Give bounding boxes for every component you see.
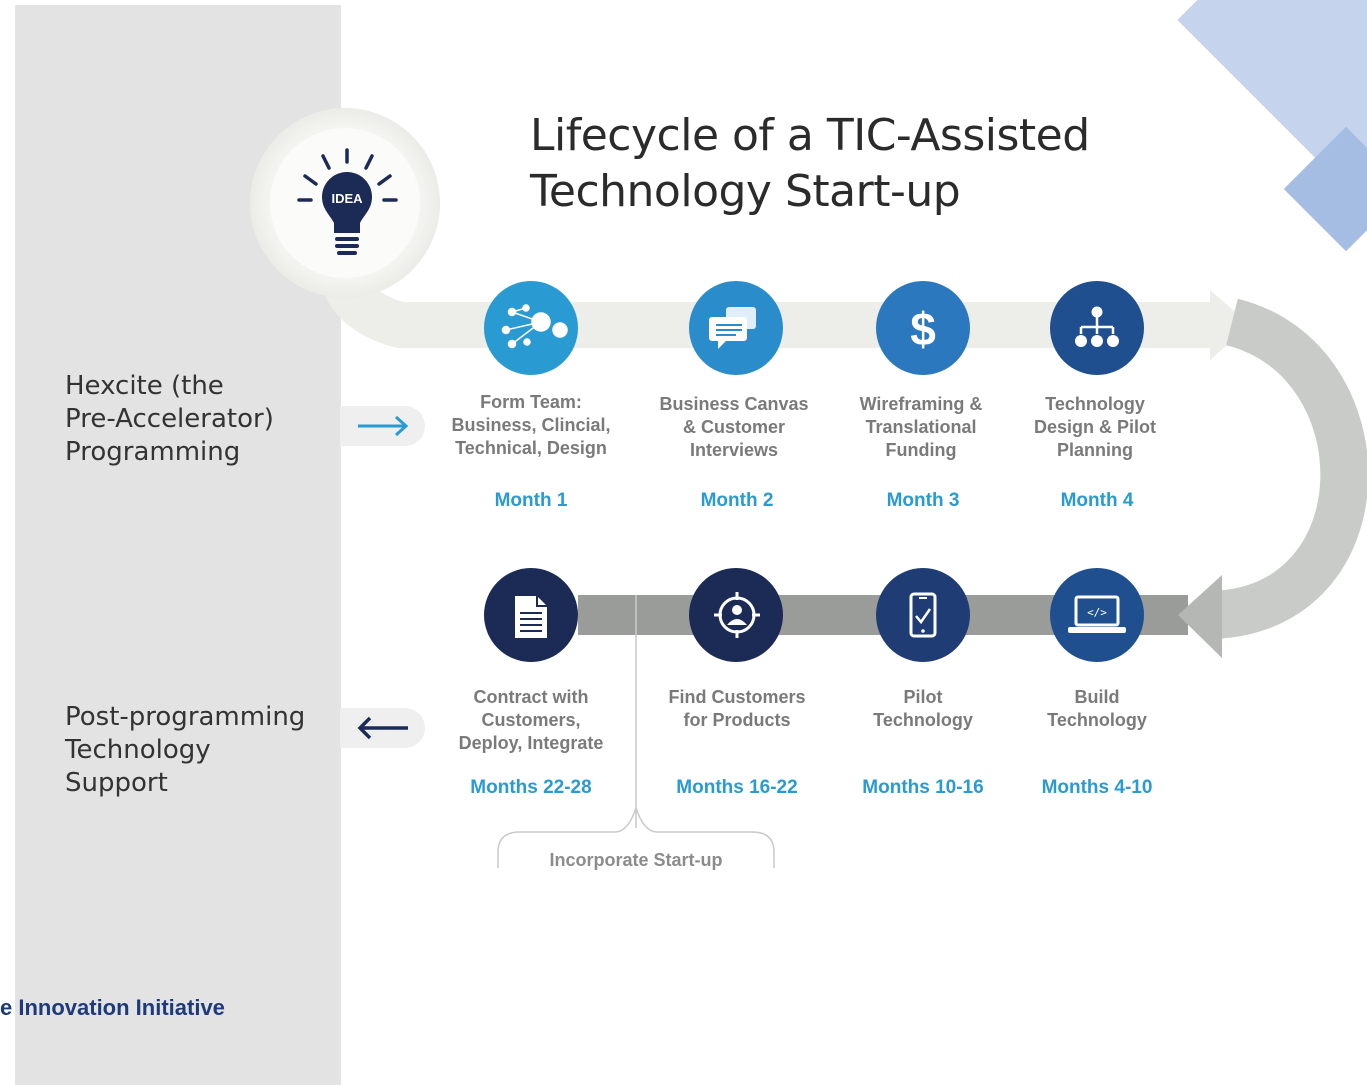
step-circle-business-canvas [689,281,783,375]
step-label-pilot: Pilot Technology [828,686,1018,732]
step-label-line: Contract with [473,687,589,707]
pre-section-arrow [340,406,425,446]
document-icon [515,596,547,638]
step-label-line: Build [1074,687,1120,707]
step-label-line: Business, Clincial, [451,415,611,435]
lightbulb-icon [322,172,372,233]
step-label-line: Funding [885,440,957,460]
step-label-line: & Customer [682,417,785,437]
step-label-contract: Contract with Customers, Deploy, Integra… [436,686,626,755]
step-label-business-canvas: Business Canvas & Customer Interviews [639,393,829,462]
post-programming-label: Post-programming Technology Support [65,701,305,800]
step-month-business-canvas: Month 2 [700,490,774,511]
step-label-build: Build Technology [1002,686,1192,732]
laptop-code-icon: </> [1068,595,1126,633]
step-label-line: Form Team: [480,392,582,412]
org-chart-icon [1075,306,1119,347]
step-label-wireframing: Wireframing & Translational Funding [826,393,1016,462]
step-label-line: Design & Pilot [1033,417,1156,437]
step-month-technology-design: Month 4 [1060,490,1134,511]
pre-label-line: Programming [65,437,241,467]
mobile-phone-icon [909,592,937,638]
title-line-2: Technology Start-up [530,166,961,217]
step-label-find-customers: Find Customers for Products [642,686,832,732]
step-circle-pilot [876,568,970,662]
step-month-wireframing: Month 3 [886,490,960,511]
step-circle-wireframing: $ [876,281,970,375]
step-label-line: Customers, [481,710,581,730]
step-label-line: Technical, Design [455,438,607,458]
pre-accelerator-label: Hexcite (the Pre-Accelerator) Programmin… [65,370,274,469]
post-label-line: Support [65,768,168,798]
curved-connector-arrow [1210,298,1367,639]
step-label-line: Interviews [689,440,779,460]
step-label-form-team: Form Team: Business, Clincial, Technical… [436,391,626,460]
chat-bubbles-icon [709,307,756,349]
dollar-icon: $ [910,303,936,355]
pre-label-line: Pre-Accelerator) [65,404,274,434]
idea-badge-text: IDEA [331,191,363,206]
step-label-line: Deploy, Integrate [458,733,604,753]
svg-text:</>: </> [1087,606,1107,619]
incorporate-bracket [497,595,775,868]
idea-bulb-badge: IDEA [250,108,440,298]
step-label-line: Find Customers [668,687,806,707]
title-line-1: Lifecycle of a TIC-Assisted [530,110,1090,161]
step-label-technology-design: Technology Design & Pilot Planning [1000,393,1190,462]
idea-rays [297,148,398,202]
network-icon [501,304,568,349]
step-label-line: Technology [873,710,973,730]
step-month-build: Months 4-10 [1041,777,1153,798]
step-month-pilot: Months 10-16 [862,777,984,798]
step-circle-find-customers [689,568,783,662]
step-month-form-team: Month 1 [494,490,568,511]
step-label-line: Translational [865,417,977,437]
step-label-line: Pilot [903,687,943,707]
page-title: Lifecycle of a TIC-Assisted Technology S… [530,108,1230,220]
incorporate-label: Incorporate Start-up [549,850,723,870]
step-month-find-customers: Months 16-22 [676,777,798,798]
step-circle-form-team [484,281,578,375]
target-person-icon [714,592,760,638]
step-label-line: Business Canvas [659,394,809,414]
post-label-line: Technology [65,735,211,765]
step-label-line: Technology [1047,710,1147,730]
step-label-line: Technology [1045,394,1145,414]
pre-label-line: Hexcite (the [65,371,224,401]
step-label-line: Wireframing & [859,394,983,414]
post-section-arrow [340,708,425,748]
footer-text: e Innovation Initiative [0,995,225,1020]
step-circle-contract [484,568,578,662]
step-label-line: Planning [1057,440,1133,460]
step-month-contract: Months 22-28 [470,777,592,798]
step-label-line: for Products [683,710,791,730]
post-label-line: Post-programming [65,702,306,732]
step-circle-technology-design [1050,281,1144,375]
step-circle-build: </> [1050,568,1144,662]
